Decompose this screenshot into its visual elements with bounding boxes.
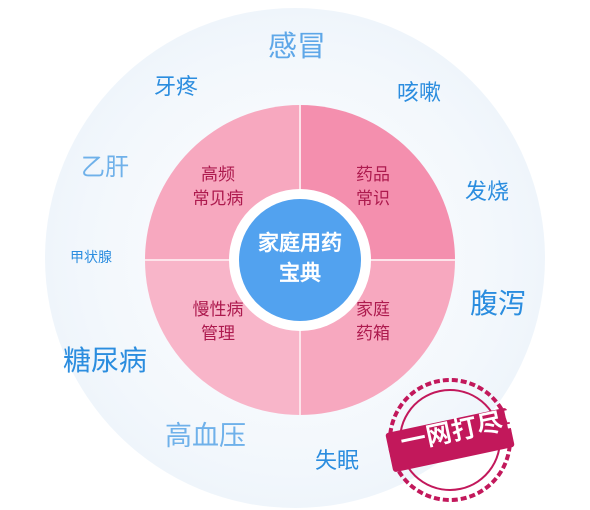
quadrant-label-line: 家庭 xyxy=(356,300,390,320)
center-title-line: 家庭用药 xyxy=(258,231,342,255)
quadrant-label-line: 药箱 xyxy=(356,324,390,344)
quadrant-label-line: 常识 xyxy=(356,189,390,209)
center-disc xyxy=(239,199,361,321)
tag-hypertension: 高血压 xyxy=(165,421,246,452)
quadrant-label-common-diseases: 高频 常见病 xyxy=(163,163,273,211)
tag-diabetes: 糖尿病 xyxy=(63,344,148,377)
tag-hepatitis-b: 乙肝 xyxy=(81,153,129,181)
quadrant-label-drug-knowledge: 药品 常识 xyxy=(318,163,428,211)
center-title: 家庭用药 宝典 xyxy=(239,228,361,288)
tag-cough: 咳嗽 xyxy=(397,81,442,106)
tag-fever: 发烧 xyxy=(465,180,510,205)
stamp-seal-icon xyxy=(385,378,515,502)
tag-toothache: 牙疼 xyxy=(154,75,199,100)
tag-cold: 感冒 xyxy=(268,29,327,63)
quadrant-label-line: 慢性病 xyxy=(192,300,244,320)
tag-insomnia: 失眠 xyxy=(315,449,360,474)
quadrant-label-chronic-management: 慢性病 管理 xyxy=(163,298,273,346)
quadrant-label-line: 高频 xyxy=(201,165,235,185)
tag-diarrhea: 腹泻 xyxy=(470,287,527,320)
quadrant-label-home-medicine-box: 家庭 药箱 xyxy=(318,298,428,346)
quadrant-label-line: 管理 xyxy=(201,324,235,344)
center-title-line: 宝典 xyxy=(279,261,321,285)
quadrant-label-line: 药品 xyxy=(356,165,390,185)
quadrant-label-line: 常见病 xyxy=(192,189,244,209)
tag-thyroid: 甲状腺 xyxy=(70,250,112,266)
